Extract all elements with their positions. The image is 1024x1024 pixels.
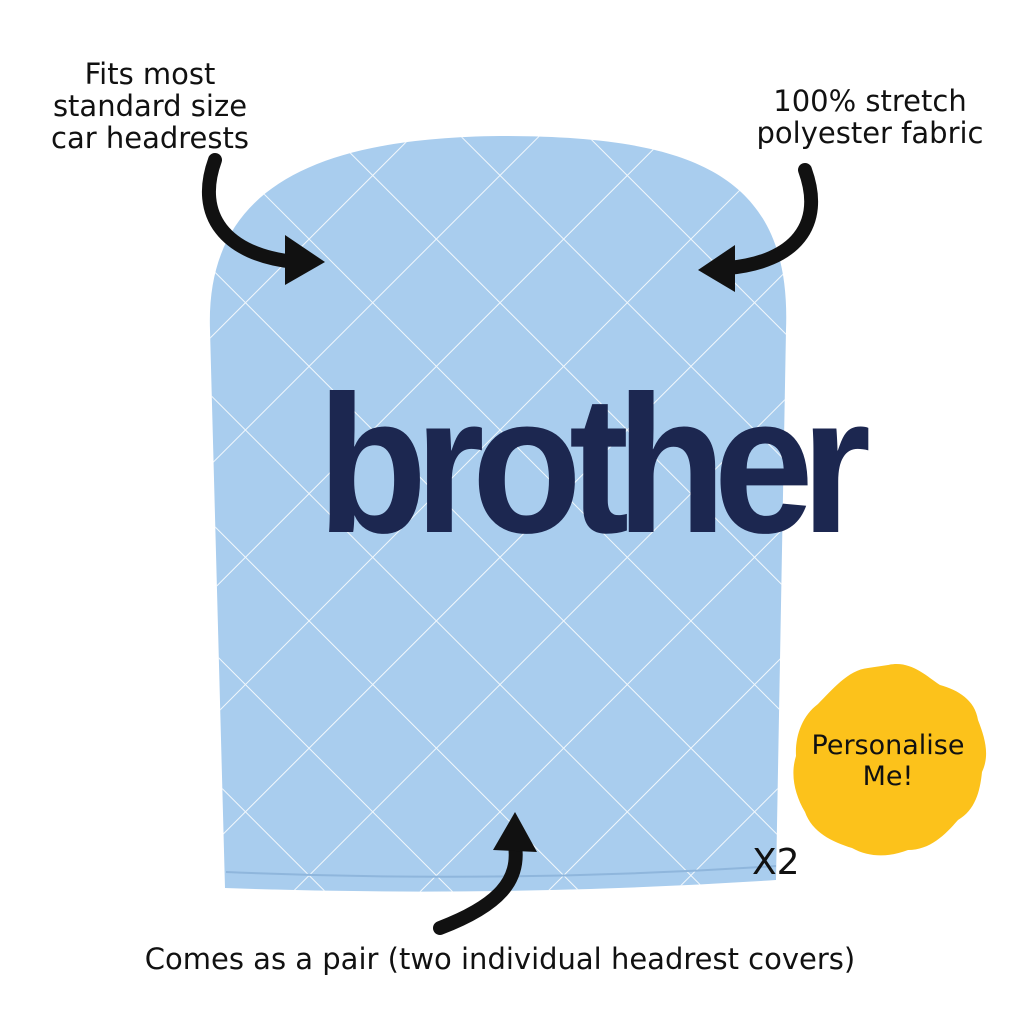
brand-logo: brother (317, 355, 871, 574)
fabric-line-1: 100% stretch (773, 84, 967, 118)
fabric-line-2: polyester fabric (756, 116, 984, 150)
fit-line-3: car headrests (51, 121, 249, 155)
badge-line-2: Me! (862, 761, 914, 792)
fabric-callout: 100% stretch polyester fabric (740, 85, 1000, 149)
fit-line-1: Fits most (84, 57, 216, 91)
hem-seam (225, 865, 777, 878)
arrow-up-icon (433, 812, 537, 935)
quantity-label: X2 (752, 842, 800, 883)
fit-callout: Fits most standard size car headrests (40, 58, 260, 154)
pair-callout: Comes as a pair (two individual headrest… (144, 942, 856, 976)
badge-text: Personalise Me! (793, 730, 983, 792)
arrow-right-icon (698, 163, 819, 292)
badge-line-1: Personalise (811, 730, 965, 761)
personalise-badge (793, 664, 987, 856)
arrow-left-icon (201, 153, 325, 285)
fit-line-2: standard size (52, 89, 248, 123)
